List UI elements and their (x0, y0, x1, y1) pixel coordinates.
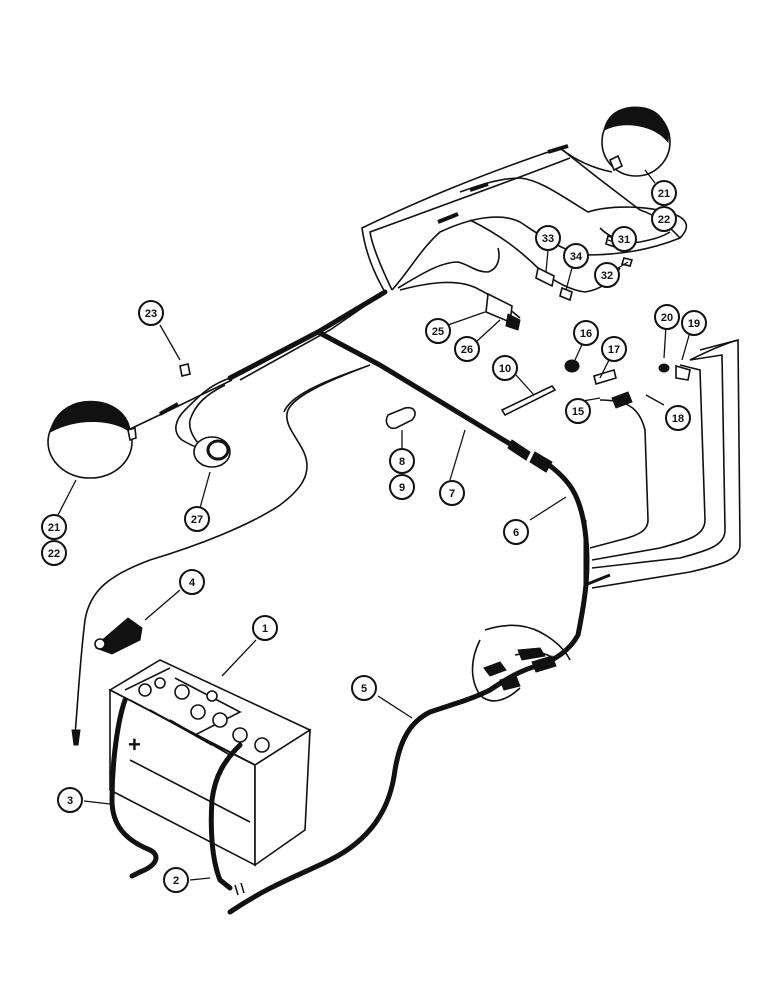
svg-text:18: 18 (672, 413, 684, 425)
gauge (193, 436, 231, 468)
svg-text:27: 27 (191, 514, 203, 526)
callout-7: 7 (439, 480, 465, 506)
svg-text:19: 19 (688, 318, 700, 330)
upper-harness (361, 144, 688, 319)
svg-text:25: 25 (432, 326, 444, 338)
left-lamp (47, 400, 137, 479)
callout-20: 20 (654, 304, 680, 330)
svg-text:4: 4 (189, 577, 196, 589)
svg-text:3: 3 (67, 795, 73, 807)
callout-1: 1 (252, 615, 278, 641)
battery: + (108, 659, 312, 867)
callout-34: 34 (563, 243, 589, 269)
callout-21-left: 21 (41, 514, 67, 540)
bulb-socket (179, 363, 191, 377)
svg-text:23: 23 (145, 308, 157, 320)
callout-17: 17 (601, 336, 627, 362)
callout-26: 26 (454, 336, 480, 362)
svg-text:15: 15 (572, 406, 584, 418)
leader-lines (57, 169, 691, 881)
svg-text:26: 26 (461, 344, 473, 356)
callouts: 1 2 3 4 5 6 7 8 9 10 15 16 17 18 19 20 2… (41, 180, 707, 893)
svg-text:20: 20 (661, 312, 673, 324)
main-harness (227, 289, 611, 668)
callout-6: 6 (503, 519, 529, 545)
battery-plus-sign: + (128, 732, 141, 757)
svg-text:6: 6 (513, 527, 519, 539)
svg-text:1: 1 (262, 623, 268, 635)
svg-text:32: 32 (601, 270, 613, 282)
lower-harness (227, 624, 571, 915)
callout-27: 27 (184, 506, 210, 532)
callout-10: 10 (492, 355, 518, 381)
callout-4: 4 (179, 569, 205, 595)
switch-parts (564, 359, 691, 409)
left-harness (71, 364, 371, 746)
callout-9: 9 (389, 474, 415, 500)
callout-25: 25 (425, 318, 451, 344)
cable-clip (385, 406, 416, 430)
svg-text:7: 7 (449, 488, 455, 500)
callout-18: 18 (665, 405, 691, 431)
svg-text:21: 21 (658, 188, 670, 200)
callout-15: 15 (565, 398, 591, 424)
rod (500, 384, 557, 417)
relay (485, 292, 521, 331)
svg-text:9: 9 (399, 482, 405, 494)
svg-text:33: 33 (542, 233, 554, 245)
callout-33: 33 (535, 225, 561, 251)
terminal-cover (94, 617, 143, 655)
svg-text:31: 31 (618, 234, 630, 246)
callout-31: 31 (611, 226, 637, 252)
callout-3: 3 (57, 787, 83, 813)
callout-19: 19 (681, 310, 707, 336)
svg-text:21: 21 (48, 522, 60, 534)
svg-text:2: 2 (173, 875, 179, 887)
callout-23: 23 (138, 300, 164, 326)
svg-text:5: 5 (361, 683, 367, 695)
svg-text:17: 17 (608, 344, 620, 356)
svg-text:34: 34 (570, 251, 583, 263)
svg-text:10: 10 (499, 363, 511, 375)
right-lamp (601, 106, 671, 177)
callout-21-right: 21 (651, 180, 677, 206)
callout-8: 8 (389, 448, 415, 474)
battery-cables (109, 697, 245, 896)
svg-text:16: 16 (580, 328, 592, 340)
svg-text:8: 8 (399, 456, 405, 468)
callout-22-left: 22 (41, 540, 67, 566)
callout-2: 2 (163, 867, 189, 893)
callout-22-right: 22 (651, 206, 677, 232)
callout-32: 32 (594, 262, 620, 288)
svg-text:22: 22 (48, 548, 60, 560)
callout-16: 16 (573, 320, 599, 346)
callout-5: 5 (351, 675, 377, 701)
svg-text:22: 22 (658, 214, 670, 226)
